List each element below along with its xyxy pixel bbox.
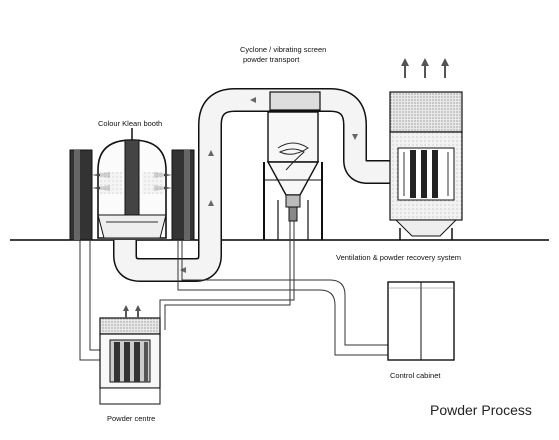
powder-lines [79, 221, 388, 361]
cyclone-label-line1: Cyclone / vibrating screen [240, 45, 327, 54]
control-cabinet [387, 281, 455, 361]
recovery-unit [389, 58, 463, 240]
cyclone-top-box [269, 91, 321, 111]
powder-centre [99, 305, 161, 405]
diagram-title: Powder Process [430, 402, 532, 418]
booth-label: Colour Klean booth [98, 119, 163, 128]
booth [69, 128, 195, 241]
ventilation-label: Ventilation & powder recovery system [336, 253, 462, 262]
cyclone-label-line2: powder transport [243, 55, 300, 64]
powder-centre-label: Powder centre [107, 414, 156, 423]
control-cabinet-label: Control cabinet [390, 371, 441, 380]
cyclone [263, 111, 323, 240]
